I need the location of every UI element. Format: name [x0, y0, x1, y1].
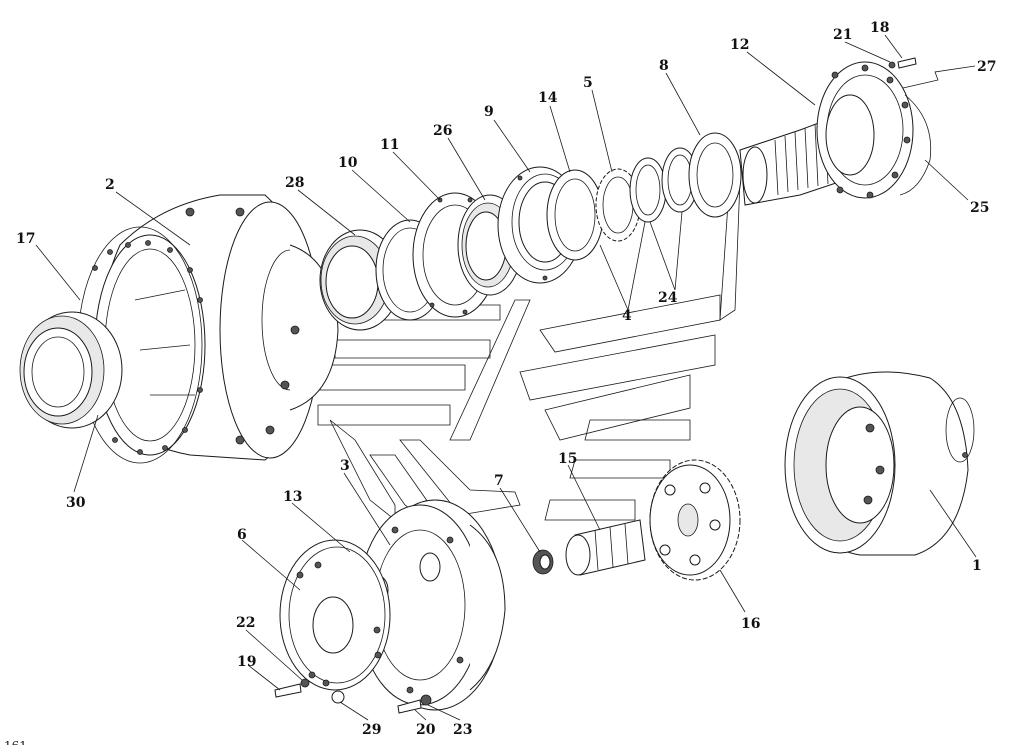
callout-3: 3 [340, 458, 350, 474]
callout-17: 17 [16, 231, 35, 247]
callout-25: 25 [970, 200, 989, 216]
callout-16: 16 [741, 616, 760, 632]
callout-8: 8 [659, 58, 669, 74]
callout-9: 9 [484, 104, 494, 120]
washer-part-22 [300, 678, 310, 688]
callout-27: 27 [977, 59, 996, 75]
ring-part-17 [77, 226, 203, 464]
bearing-part-30 [19, 311, 123, 429]
callout-13: 13 [283, 489, 302, 505]
page-number: 161 [4, 739, 27, 745]
callout-1: 1 [972, 558, 982, 574]
callout-28: 28 [285, 175, 304, 191]
callout-2: 2 [105, 177, 115, 193]
assembly-guide-lines [317, 174, 741, 521]
washer-part-29 [331, 690, 345, 704]
bolt-part-18 [897, 57, 917, 69]
callout-14: 14 [538, 90, 558, 106]
bolt-part-20 [397, 699, 422, 714]
callout-23: 23 [453, 722, 472, 738]
sun-shaft-part-15 [565, 519, 646, 576]
callout-29: 29 [362, 722, 381, 738]
flange-part-25 [816, 61, 932, 199]
cover-part-6 [279, 539, 391, 691]
callout-4: 4 [622, 308, 632, 324]
callout-6: 6 [237, 527, 247, 543]
washer-part-23 [420, 694, 432, 706]
callout-15: 15 [558, 451, 577, 467]
callout-24: 24 [658, 290, 678, 306]
bushing-part-7 [532, 549, 554, 575]
snap-rings-part-24 [629, 147, 699, 223]
ring-part-14 [546, 169, 604, 261]
planet-carrier-part-13 [357, 499, 506, 711]
bolt-part-19 [274, 683, 302, 698]
washer-part-21 [888, 61, 896, 69]
leader-lines [35, 34, 977, 721]
callout-5: 5 [583, 75, 593, 91]
ring-gear-part-1 [784, 371, 975, 556]
lockring-part-5 [595, 168, 641, 242]
callout-22: 22 [236, 615, 255, 631]
planet-gear-part-16 [649, 459, 741, 581]
callout-26: 26 [433, 123, 452, 139]
callout-19: 19 [237, 654, 256, 670]
callout-18: 18 [870, 20, 889, 36]
callout-20: 20 [416, 722, 436, 738]
callout-30: 30 [66, 495, 86, 511]
housing-part-2 [94, 194, 339, 461]
callout-10: 10 [338, 155, 358, 171]
callout-12: 12 [730, 37, 749, 53]
callout-labels: 1 2 3 4 5 6 7 8 9 10 11 12 13 14 15 16 1… [16, 20, 996, 738]
ring-part-8 [688, 132, 742, 218]
callout-11: 11 [380, 137, 399, 153]
callout-21: 21 [833, 27, 852, 43]
callout-7: 7 [494, 473, 504, 489]
